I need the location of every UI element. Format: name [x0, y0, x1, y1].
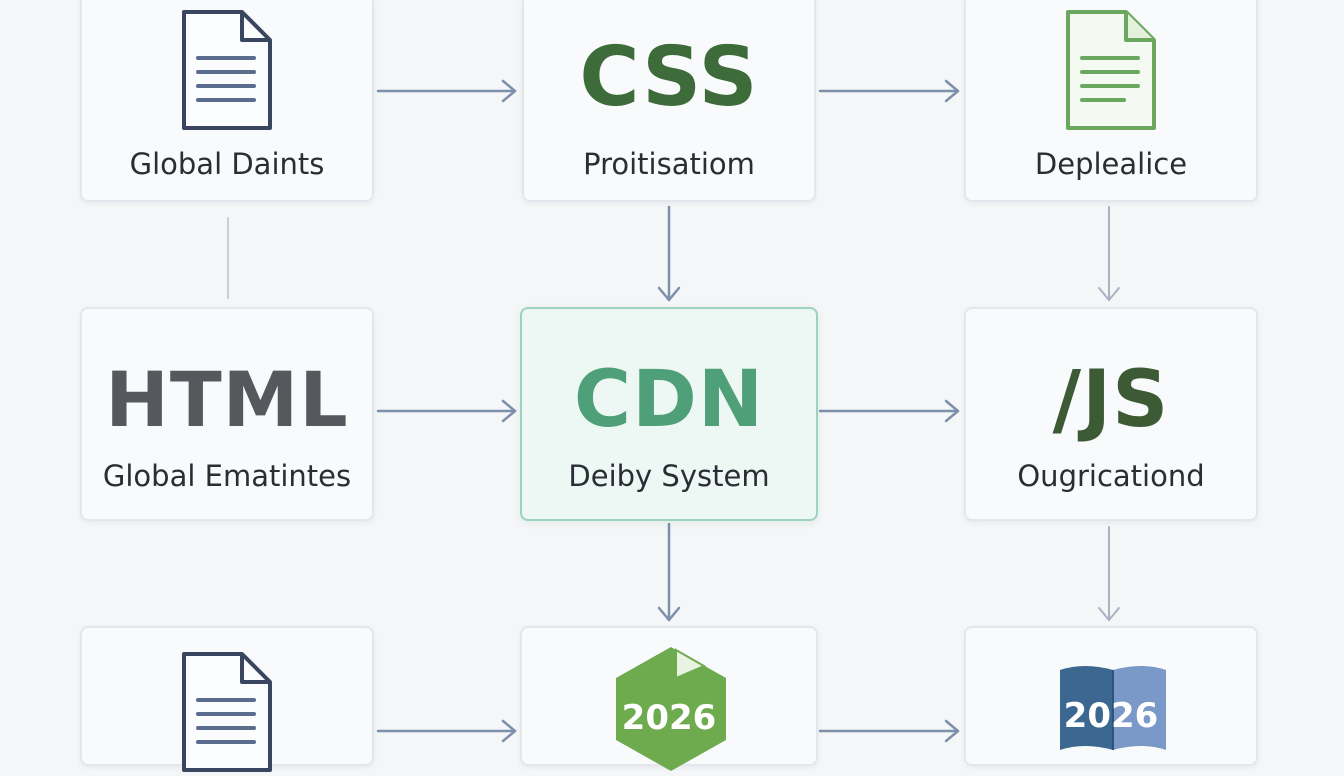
arrow-css-to-cdn	[657, 205, 681, 302]
bottom-center-badge-text: 2026	[621, 698, 717, 738]
connectors-layer	[227, 79, 1120, 743]
arrow-js-to-bottom-right	[1098, 526, 1120, 621]
node-html[interactable]: HTML Global Ematintes	[80, 307, 374, 521]
node-title: CSS	[579, 30, 759, 125]
arrow-css-to-deplealice	[818, 79, 960, 103]
document-icon	[182, 10, 272, 130]
flow-diagram: Global Daints CSS Proitisatiom Deplealic…	[80, 0, 1258, 772]
document-icon	[182, 652, 272, 772]
node-caption: Global Ematintes	[102, 459, 352, 493]
node-title: CDN	[573, 355, 765, 445]
node-bottom-center[interactable]: 2026	[520, 626, 818, 771]
node-cdn[interactable]: CDN Deiby System	[520, 307, 818, 521]
node-caption: Global Daints	[129, 147, 325, 181]
node-caption: Ougricationd	[1017, 459, 1205, 493]
node-caption: Deiby System	[568, 459, 770, 493]
node-title: /JS	[1052, 355, 1170, 445]
arrow-global-daints-to-css	[376, 79, 517, 103]
node-deplealice[interactable]: Deplealice	[964, 0, 1258, 202]
node-title: HTML	[105, 355, 349, 444]
node-bottom-left[interactable]	[80, 626, 374, 772]
arrow-html-to-cdn	[376, 399, 517, 423]
node-global-daints[interactable]: Global Daints	[80, 0, 374, 202]
node-js[interactable]: /JS Ougricationd	[964, 307, 1258, 521]
node-bottom-right[interactable]: 2026	[964, 626, 1258, 766]
bottom-right-badge-text: 2026	[1063, 696, 1159, 736]
node-caption: Proitisatiom	[583, 147, 755, 181]
arrow-cdn-to-bottom-center	[657, 522, 681, 622]
book-icon	[1060, 666, 1166, 750]
green-document-icon	[1066, 10, 1156, 130]
arrow-cdn-to-js	[818, 399, 960, 423]
hexagon-badge-icon	[616, 647, 726, 771]
arrow-bottom-left-to-bottom-center	[376, 719, 517, 743]
node-css[interactable]: CSS Proitisatiom	[522, 0, 816, 202]
arrow-deplealice-to-js	[1098, 206, 1120, 301]
arrow-bottom-center-to-bottom-right	[818, 719, 960, 743]
node-caption: Deplealice	[1034, 147, 1188, 181]
